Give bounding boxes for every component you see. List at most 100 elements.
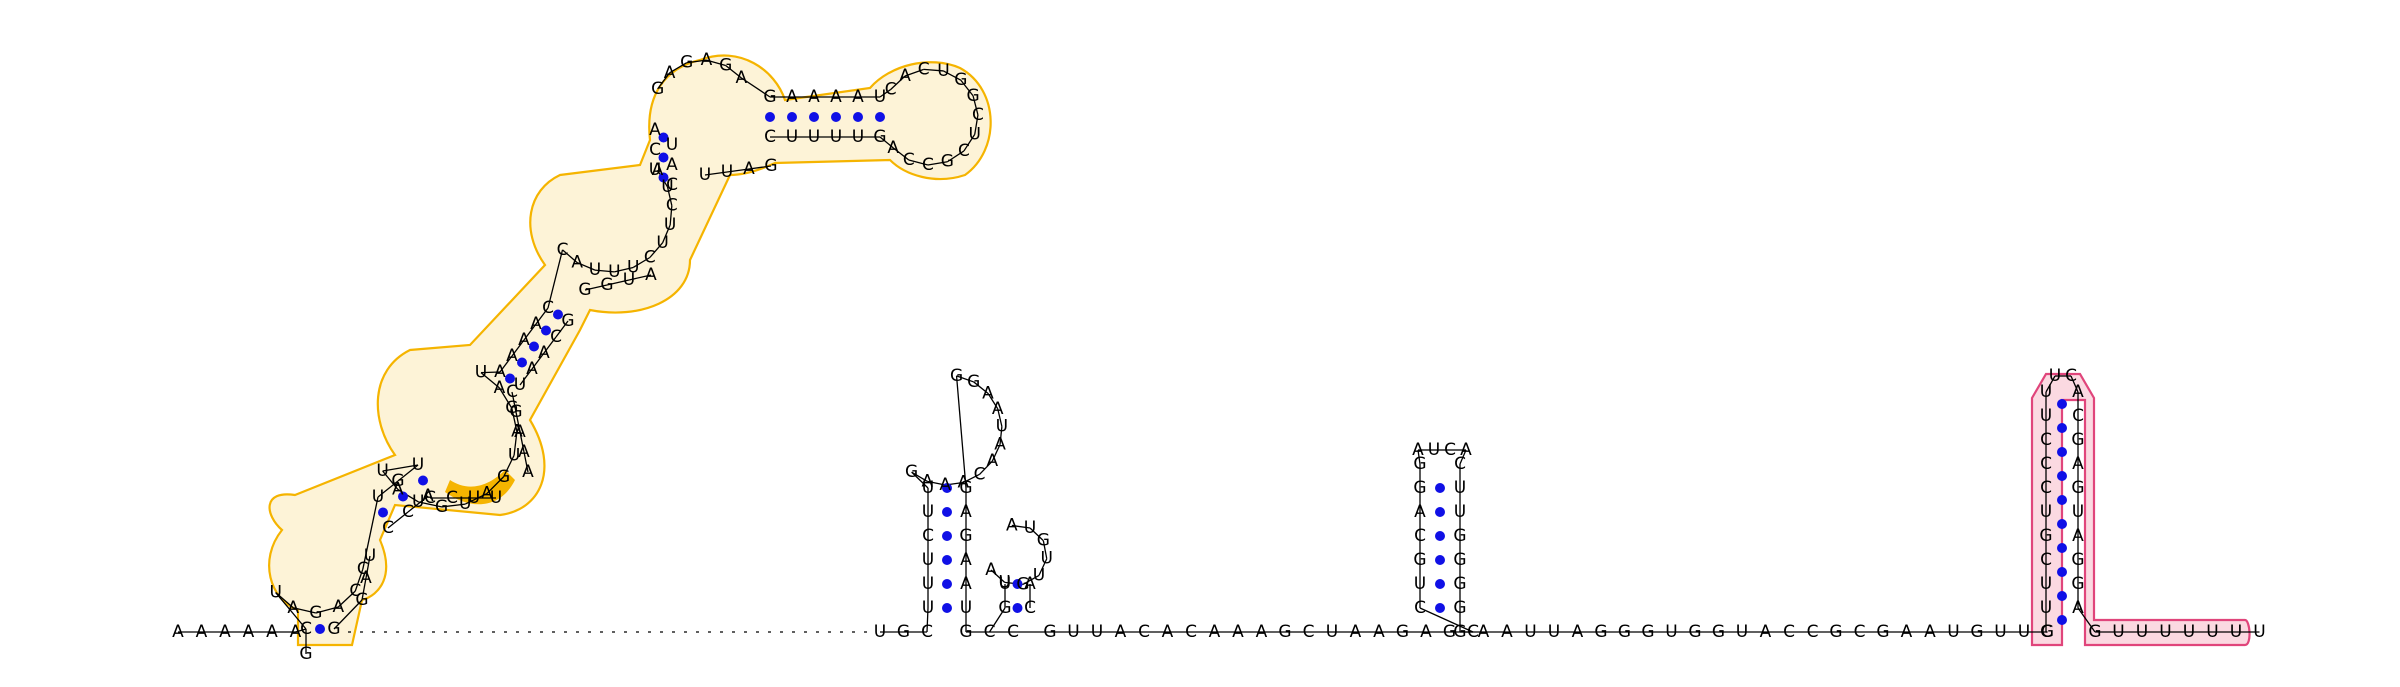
backbone-link (991, 444, 1001, 462)
nucleotide-140: C (984, 622, 996, 642)
backbone-link (519, 368, 533, 386)
nucleotide-178: G (1413, 478, 1426, 498)
backbone-link (397, 488, 419, 503)
backbone-link (365, 555, 371, 579)
nucleotide-12: G (309, 603, 322, 623)
backbone-link (740, 77, 771, 98)
backbone-link (275, 592, 294, 609)
nucleotide-10: U (269, 583, 281, 603)
nucleotide-72: C (649, 140, 661, 160)
nucleotide-127: G (905, 462, 918, 482)
backbone-link (979, 460, 993, 475)
nucleotide-26: A (392, 479, 404, 499)
nucleotide-202: G (1712, 622, 1725, 642)
backbone-link (397, 464, 419, 482)
nucleotide-113: G (897, 622, 910, 642)
nucleotide-79: G (680, 53, 693, 73)
base-pair-layer (315, 112, 2067, 634)
nucleotide-101: C (918, 59, 930, 79)
base-pair-dot (2057, 567, 2067, 577)
nucleotide-154: G (1043, 622, 1056, 642)
nucleotide-228: A (2072, 598, 2084, 618)
backbone-link (955, 375, 967, 489)
nucleotide-61: C (644, 247, 656, 267)
backbone-link (1011, 524, 1031, 529)
nucleotide-33: A (511, 422, 523, 442)
nucleotide-83: U (699, 165, 711, 185)
base-pair-dot (541, 325, 551, 336)
nucleotide-143: U (999, 574, 1011, 594)
backbone-link (511, 391, 517, 413)
nucleotide-16: G (355, 590, 368, 610)
nucleotide-19: U (372, 487, 384, 507)
backbone-link (382, 470, 399, 490)
backbone-link (315, 606, 339, 614)
backbone-link (275, 592, 307, 630)
highlight-layer (268, 54, 2251, 647)
base-pair-dot (875, 112, 885, 122)
nucleotide-6: A (290, 622, 302, 642)
backbone-link (555, 320, 569, 338)
nucleotide-207: G (1829, 622, 1842, 642)
backbone-link (904, 68, 924, 77)
nucleotide-205: C (1783, 622, 1795, 642)
nucleotide-240: G (2088, 622, 2101, 642)
backbone-link (686, 59, 707, 64)
nucleotide-89: A (808, 87, 820, 107)
nucleotide-84: U (721, 162, 733, 182)
nucleotide-24: A (422, 486, 434, 506)
backbone-link (362, 496, 379, 570)
nucleotide-198: G (1618, 622, 1631, 642)
nucleotide-166: U (1326, 622, 1338, 642)
nucleotide-95: U (808, 127, 820, 147)
nucleotide-204: A (1760, 622, 1772, 642)
nucleotide-152: U (1024, 518, 1036, 538)
base-pair-dot (2057, 471, 2067, 481)
backbone-link (911, 471, 929, 489)
nucleotide-29: U (459, 494, 471, 514)
nucleotide-41: C (506, 382, 518, 402)
nucleotide-52: A (526, 359, 538, 379)
base-pair-dot (2057, 399, 2067, 409)
nucleotide-190: A (1460, 440, 1472, 460)
nucleotide-238: U (2049, 366, 2061, 386)
base-pair-dot (942, 603, 952, 613)
base-pair-dot (942, 555, 952, 565)
backbone-link (531, 352, 545, 370)
backbone-link (923, 68, 944, 72)
nucleotide-233: G (2071, 478, 2084, 498)
nucleotide-153: A (1006, 515, 1018, 535)
nucleotide-59: U (608, 262, 620, 282)
backbone-link (333, 599, 363, 630)
base-pair-dot (809, 112, 819, 122)
nucleotide-219: U (2040, 574, 2052, 594)
nucleotide-185: U (1454, 478, 1466, 498)
nucleotide-201: G (1688, 622, 1701, 642)
backbone-link (523, 451, 529, 473)
nucleotide-108: G (941, 152, 954, 172)
base-pair-dot (378, 507, 388, 518)
backbone-link (649, 242, 664, 258)
nucleotide-191: G (1453, 622, 1466, 642)
nucleotide-135: A (992, 399, 1004, 419)
nucleotide-146: A (985, 560, 997, 580)
backbone-link (519, 431, 525, 453)
nucleotide-82: A (735, 68, 747, 88)
nucleotide-42: G (509, 402, 522, 422)
nucleotide-168: A (1373, 622, 1385, 642)
nucleotide-55: G (561, 311, 574, 331)
nucleotide-75: A (666, 155, 678, 175)
backbone-link (990, 569, 1006, 583)
backbone-link (704, 171, 728, 176)
nucleotide-92: U (874, 87, 886, 107)
backbone-link (661, 224, 671, 244)
nucleotide-56: C (557, 240, 569, 260)
nucleotide-141: C (1007, 622, 1019, 642)
base-pair-dot (1435, 579, 1445, 589)
nucleotide-134: U (996, 417, 1008, 437)
nucleotide-189: C (1444, 440, 1456, 460)
nucleotide-211: A (1924, 622, 1936, 642)
backbone-link (960, 79, 974, 97)
nucleotide-182: G (1453, 550, 1466, 570)
